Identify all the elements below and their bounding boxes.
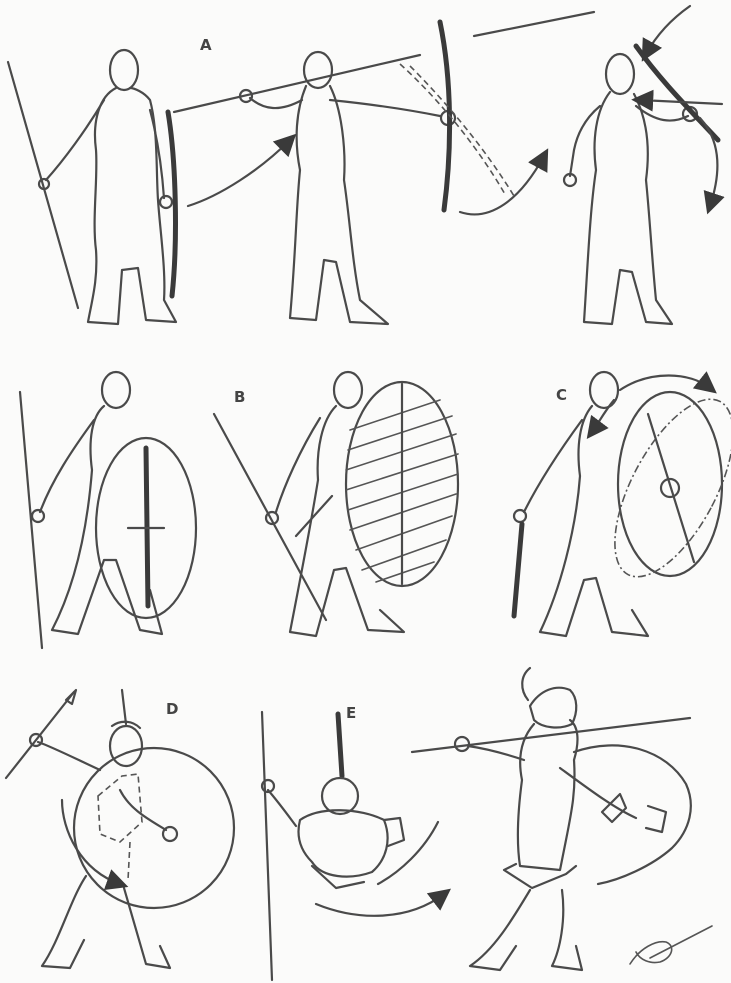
figure-b1-front-shield <box>20 372 196 648</box>
figure-b2-hatched-shield <box>214 372 458 636</box>
figure-a2-throwing-pose <box>174 12 594 324</box>
figure-c-shield-rotation <box>514 372 731 636</box>
figure-f-hoplite-throwing <box>412 668 712 970</box>
figure-d-hoplite-overarm <box>6 690 234 968</box>
figure-a3-shield-swing <box>564 6 722 324</box>
